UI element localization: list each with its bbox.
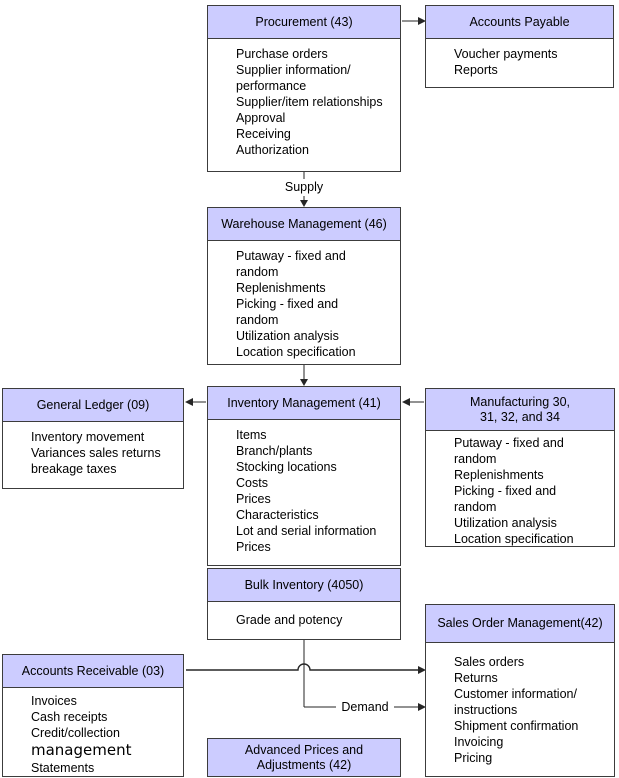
- list-item: Pricing: [454, 751, 493, 765]
- list-item: Grade and potency: [236, 613, 343, 627]
- supply-label: Supply: [272, 180, 336, 195]
- list-item: Lot and serial information: [236, 524, 377, 538]
- list-item: performance: [236, 79, 307, 93]
- list-item: Picking - fixed and: [236, 297, 339, 311]
- arrow-down-icon: [300, 200, 308, 207]
- accounts-receivable-header: Accounts Receivable (03): [3, 655, 183, 688]
- arrow-left-icon: [402, 398, 410, 406]
- manufacturing-box: Manufacturing 30, 31, 32, and 34 Putaway…: [425, 388, 615, 547]
- list-item: Authorization: [236, 143, 309, 157]
- accounts-payable-title: Accounts Payable: [469, 14, 570, 29]
- list-item: Branch/plants: [236, 444, 313, 458]
- list-item: Receiving: [236, 127, 291, 141]
- list-item: breakage taxes: [31, 462, 117, 476]
- list-item: Picking - fixed and: [454, 484, 557, 498]
- demand-label: Demand: [337, 700, 393, 715]
- list-item: Utilization analysis: [236, 329, 339, 343]
- list-item: instructions: [454, 703, 518, 717]
- list-item: Voucher payments: [454, 47, 558, 61]
- list-item: Inventory movement: [31, 430, 145, 444]
- procurement-title: Procurement (43): [255, 14, 353, 29]
- list-item: Supplier/item relationships: [236, 95, 383, 109]
- list-item: Approval: [236, 111, 286, 125]
- list-item: Prices: [236, 540, 271, 554]
- list-item: Prices: [236, 492, 271, 506]
- list-item: management: [31, 741, 132, 759]
- list-item: Shipment confirmation: [454, 719, 579, 733]
- list-item: Reports: [454, 63, 498, 77]
- list-item: Replenishments: [236, 281, 326, 295]
- list-item: Putaway - fixed and: [454, 436, 564, 450]
- advanced-prices-adjustments-box: Advanced Prices and Adjustments (42): [207, 738, 401, 777]
- list-item: random: [454, 452, 497, 466]
- accounts-receivable-title: Accounts Receivable (03): [21, 663, 165, 678]
- bulk-inventory-title: Bulk Inventory (4050): [244, 577, 364, 592]
- list-item: Supplier information/: [236, 63, 351, 77]
- list-item: Cash receipts: [31, 710, 108, 724]
- list-item: Location specification: [454, 532, 574, 546]
- arrow-left-icon: [185, 398, 193, 406]
- list-item: Costs: [236, 476, 268, 490]
- list-item: Invoices: [31, 694, 77, 708]
- list-item: Purchase orders: [236, 47, 328, 61]
- list-item: Statements: [31, 761, 95, 775]
- list-item: Credit/collection: [31, 726, 120, 740]
- list-item: random: [236, 265, 279, 279]
- inventory-management-title: Inventory Management (41): [227, 395, 381, 410]
- list-item: random: [236, 313, 279, 327]
- arrow-down-icon: [300, 379, 308, 386]
- list-item: Putaway - fixed and: [236, 249, 346, 263]
- manufacturing-title: Manufacturing 30, 31, 32, and 34: [469, 394, 571, 424]
- list-item: Returns: [454, 671, 498, 685]
- list-item: Replenishments: [454, 468, 544, 482]
- general-ledger-title: General Ledger (09): [36, 397, 150, 412]
- list-item: Items: [236, 428, 267, 442]
- warehouse-management-title: Warehouse Management (46): [221, 216, 387, 231]
- list-item: Invoicing: [454, 735, 504, 749]
- list-item: random: [454, 500, 497, 514]
- inventory-management-header: Inventory Management (41): [208, 387, 400, 420]
- warehouse-management-box: Warehouse Management (46) Putaway - fixe…: [207, 207, 401, 365]
- list-item: Variances sales returns: [31, 446, 161, 460]
- list-item: Stocking locations: [236, 460, 337, 474]
- list-item: Sales orders: [454, 655, 525, 669]
- list-item: Location specification: [236, 345, 356, 359]
- bulk-inventory-header: Bulk Inventory (4050): [208, 569, 400, 602]
- general-ledger-header: General Ledger (09): [3, 389, 183, 422]
- sales-order-management-title: Sales Order Management(42): [437, 616, 603, 630]
- manufacturing-header: Manufacturing 30, 31, 32, and 34: [426, 389, 614, 431]
- list-item: Customer information/: [454, 687, 577, 701]
- accounts-payable-header: Accounts Payable: [426, 6, 613, 39]
- bulk-inventory-box: Bulk Inventory (4050) Grade and potency: [207, 568, 401, 640]
- list-item: Characteristics: [236, 508, 319, 522]
- connector-ar-to-som: [186, 663, 418, 671]
- bulk-inventory-item-list: Grade and potency: [208, 602, 400, 639]
- sales-order-management-header: Sales Order Management(42): [426, 605, 614, 643]
- procurement-header: Procurement (43): [208, 6, 400, 39]
- warehouse-management-header: Warehouse Management (46): [208, 208, 400, 241]
- list-item: Utilization analysis: [454, 516, 557, 530]
